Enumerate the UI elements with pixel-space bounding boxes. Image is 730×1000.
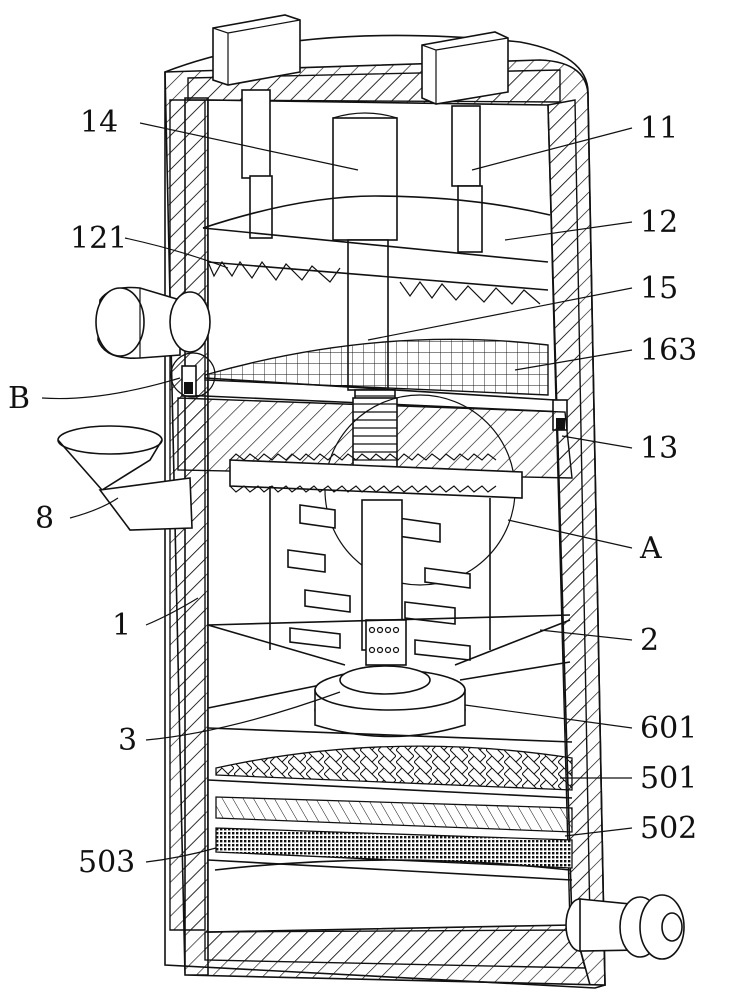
- part-labels: 14 11 121 12 15 163 B 13 8 A 1 2 3 601 5…: [8, 105, 697, 880]
- label-3: 3: [118, 723, 137, 758]
- side-motor: [95, 286, 211, 359]
- label-502: 502: [640, 811, 697, 846]
- partition-plate: [177, 397, 573, 479]
- label-501: 501: [640, 761, 697, 796]
- label-14: 14: [80, 105, 118, 140]
- label-601: 601: [640, 711, 697, 746]
- filter-layers: [207, 727, 573, 881]
- label-121: 121: [70, 221, 127, 256]
- stir-paddles: [287, 504, 471, 661]
- crushing-plate: [202, 195, 551, 305]
- rotating-disc: [314, 665, 466, 738]
- crushing-teeth: [207, 260, 541, 305]
- top-motor-left: [212, 14, 301, 239]
- label-163: 163: [640, 333, 697, 368]
- top-motor-right: [421, 31, 509, 253]
- label-B: B: [8, 381, 30, 416]
- label-15: 15: [640, 271, 678, 306]
- label-8: 8: [35, 501, 54, 536]
- label-11: 11: [640, 111, 678, 146]
- leader-lines: [41, 122, 633, 863]
- label-12: 12: [640, 205, 678, 240]
- feed-hopper: [57, 425, 193, 531]
- label-503: 503: [78, 845, 135, 880]
- label-A: A: [639, 531, 662, 566]
- label-1: 1: [112, 608, 131, 643]
- gear-assembly: [229, 394, 523, 666]
- outlet-pipe: [565, 894, 685, 960]
- label-13: 13: [640, 431, 678, 466]
- label-2: 2: [640, 623, 659, 658]
